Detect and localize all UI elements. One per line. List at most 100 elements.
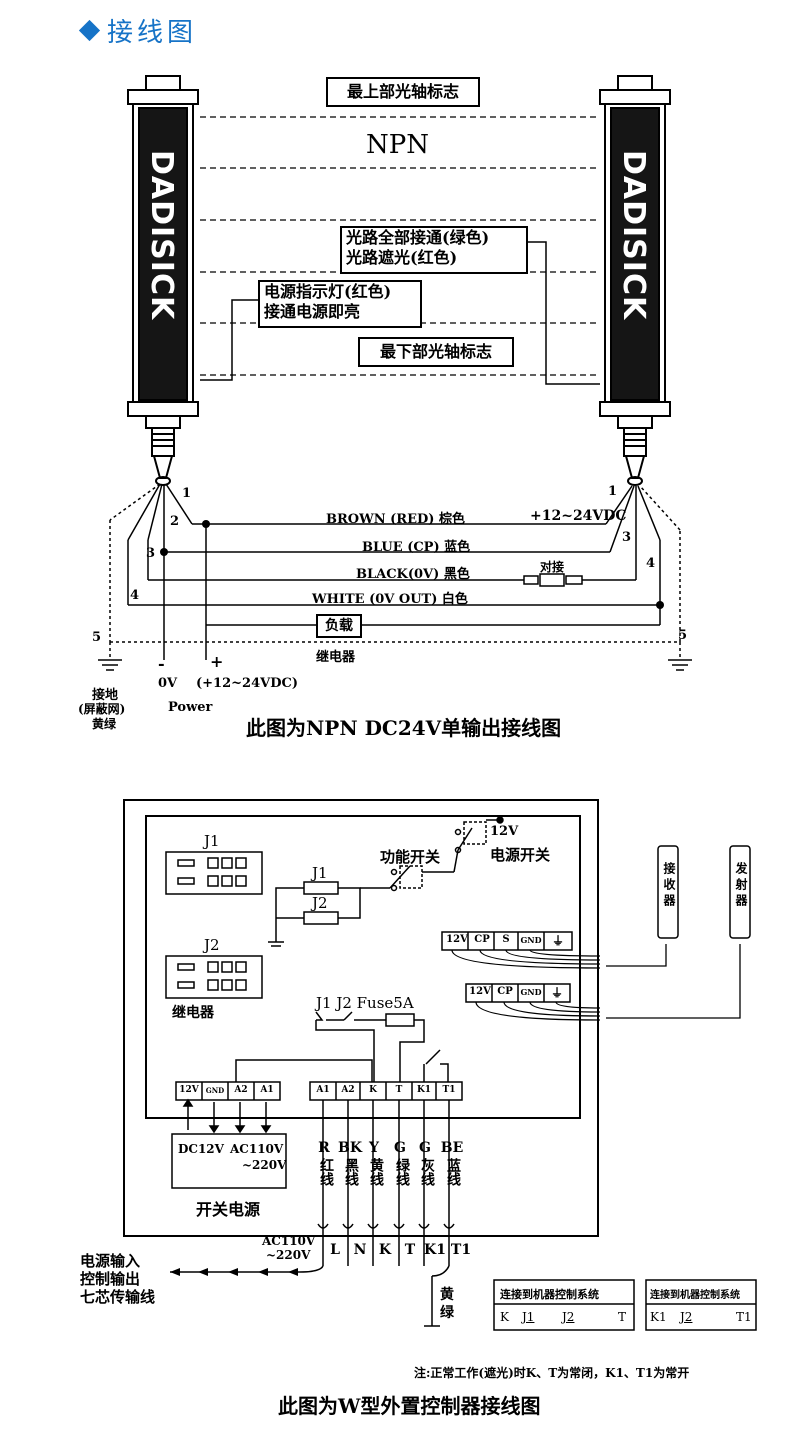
left-pin-2: 2: [170, 514, 180, 529]
bottom-axis-mark: 最下部光轴标志: [358, 337, 514, 367]
psu-dc-label: DC12V: [178, 1142, 224, 1156]
out-term-a2: A2: [341, 1085, 355, 1095]
cable-label-power: 电源输入: [80, 1252, 141, 1270]
out-term-a1: A1: [316, 1085, 330, 1095]
left-pin-1: 1: [182, 486, 192, 501]
coil-j2-label: J2: [312, 894, 328, 912]
wire-r-name: 红线: [318, 1158, 334, 1186]
shield-label: (屏蔽网): [78, 702, 126, 716]
yellow-green-label: 黄绿: [92, 717, 117, 731]
diagram2-caption: 此图为W型外置控制器接线图: [278, 1394, 541, 1418]
sensor-bars: [657, 845, 751, 939]
term-a-gnd: GND: [520, 935, 542, 945]
plus-sign: +: [210, 652, 224, 671]
bottom-term-n: N: [353, 1242, 367, 1258]
term-b-ground-icon: ⏚: [550, 986, 563, 1000]
green-label: 绿: [440, 1305, 454, 1321]
zero-volt-label: 0V: [158, 676, 178, 691]
section-header: 接线图: [78, 12, 198, 49]
ac-input-label: AC110V: [262, 1234, 316, 1248]
connector-label: 对接: [540, 560, 565, 574]
wire-gray-name: 灰线: [419, 1158, 435, 1186]
red-line-label: 光路遮光(红色): [346, 248, 458, 267]
header-title: 接线图: [107, 18, 198, 48]
relay-label: 继电器: [316, 650, 356, 665]
right-pin-5: 5: [678, 628, 688, 643]
load-box: 负载: [316, 614, 362, 638]
term-b-12v: 12V: [469, 986, 491, 997]
psu-name: 开关电源: [196, 1200, 261, 1219]
power-switch-label: 电源开关: [490, 846, 551, 864]
power-on-label: 接通电源即亮: [264, 302, 361, 321]
system2-j2: J2: [680, 1310, 693, 1324]
coil-j1-label: J1: [312, 864, 328, 882]
top-axis-mark: 最上部光轴标志: [326, 77, 480, 107]
out-term-t: T: [395, 1085, 403, 1095]
controller-box: [123, 799, 599, 1237]
right-pin-4: 4: [646, 556, 656, 571]
out-term-k1: K1: [416, 1085, 432, 1095]
wire-black-label: BLACK(0V) 黑色: [356, 567, 470, 582]
receiver-label: 接收器: [662, 862, 676, 910]
wire-g-code: G: [394, 1140, 406, 1156]
green-line-label: 光路全部接通(绿色): [346, 228, 490, 247]
system2-k1: K1: [650, 1310, 667, 1324]
cable-label-seven-core: 七芯传输线: [80, 1288, 156, 1306]
relay-caption: 继电器: [172, 1005, 214, 1021]
bottom-term-k: K: [378, 1242, 392, 1258]
system1-k: K: [500, 1310, 509, 1324]
yellow-label: 黄: [440, 1287, 454, 1303]
term-a-cp: CP: [474, 934, 490, 945]
term-a-12v: 12V: [446, 934, 468, 945]
term-a-s: S: [502, 934, 510, 945]
relay-blocks: [165, 851, 263, 999]
npn-label: NPN: [366, 130, 429, 160]
function-switch-label: 功能开关: [380, 848, 441, 866]
psu-term-12v: 12V: [179, 1085, 199, 1095]
bottom-term-l: L: [330, 1242, 340, 1258]
system1-j1: J1: [522, 1310, 535, 1324]
right-brand: DADISICK: [616, 150, 651, 321]
cable-label-control: 控制输出: [80, 1270, 141, 1288]
left-pin-3: 3: [146, 546, 156, 561]
wire-g-name: 绿线: [394, 1158, 410, 1186]
wire-be-name: 蓝线: [445, 1158, 461, 1186]
right-pin-3: 3: [622, 530, 632, 545]
wiring-lines: [109, 483, 681, 660]
psu-term-a2: A2: [234, 1085, 248, 1095]
j1-relay-title: J1: [204, 832, 220, 850]
minus-sign: -: [158, 654, 165, 673]
wire-brown-label: BROWN (RED) 棕色: [326, 512, 465, 527]
wire-bk-name: 黑线: [343, 1158, 359, 1186]
term-b-gnd: GND: [520, 987, 542, 997]
wire-be-code: BE: [440, 1140, 464, 1156]
out-term-k: K: [369, 1085, 377, 1095]
emitter-label: 发射器: [734, 862, 748, 910]
bottom-term-k1: K1: [424, 1242, 446, 1258]
system2-t1: T1: [736, 1310, 752, 1324]
psu-ac-range: ~220V: [242, 1158, 287, 1172]
wire-bk-code: BK: [338, 1140, 363, 1156]
wire-gray-code: G: [419, 1140, 431, 1156]
psu-term-a1: A1: [260, 1085, 274, 1095]
system1-t: T: [618, 1310, 627, 1324]
output-indicator-note: 光路全部接通(绿色) 光路遮光(红色): [340, 226, 528, 274]
bottom-term-t1: T1: [450, 1242, 472, 1258]
power-label: Power: [168, 700, 213, 715]
left-pin-5: 5: [92, 630, 102, 645]
wire-brown-voltage: +12~24VDC: [530, 508, 627, 524]
system2-title: 连接到机器控制系统: [650, 1290, 740, 1301]
fuse-label: J1 J2 Fuse5A: [316, 994, 414, 1012]
ground-label: 接地: [92, 688, 119, 703]
term-b-cp: CP: [497, 986, 513, 997]
j2-relay-title: J2: [204, 936, 220, 954]
left-curtain: [127, 75, 199, 486]
left-brand: DADISICK: [144, 150, 179, 321]
power-lamp-label: 电源指示灯(红色): [264, 282, 392, 301]
supply-voltage-label: (+12~24VDC): [196, 676, 298, 691]
term-a-ground-icon: ⏚: [551, 934, 564, 948]
system1-title: 连接到机器控制系统: [500, 1288, 599, 1301]
twelve-volt-label: 12V: [490, 824, 519, 839]
ac-input-range: ~220V: [266, 1248, 311, 1262]
